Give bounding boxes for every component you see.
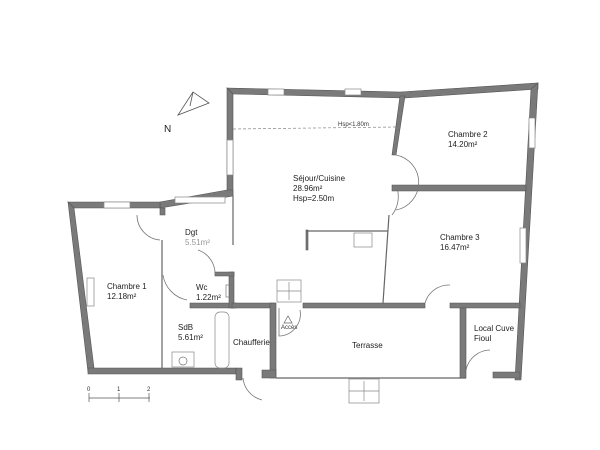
north-arrow-icon — [176, 91, 210, 116]
north-label: N — [164, 124, 171, 135]
room-local-cuve: Local Cuve Fioul — [474, 324, 515, 343]
walls — [67, 82, 539, 381]
stairs-icon — [276, 279, 380, 404]
room-name: Chambre 3 — [440, 233, 480, 242]
scale-tick: 0 — [87, 387, 91, 393]
room-name: Wc — [196, 283, 208, 292]
access-icon — [283, 315, 293, 324]
room-wc: Wc 1.22m² — [196, 283, 221, 302]
room-name: Dgt — [185, 228, 198, 237]
room-chambre1: Chambre 1 12.18m² — [107, 282, 147, 301]
ceiling-note: Hsp<1.80m — [338, 122, 369, 128]
room-name-2: Fioul — [474, 334, 492, 343]
room-dgt: Dgt 5.51m² — [185, 228, 210, 247]
room-area: 16.47m² — [440, 243, 470, 252]
room-area: 1.22m² — [196, 293, 221, 302]
room-name: Séjour/Cuisine — [293, 174, 346, 183]
room-area: 5.51m² — [185, 238, 210, 247]
room-chambre2: Chambre 2 14.20m² — [448, 130, 488, 149]
room-name: Chambre 2 — [448, 130, 488, 139]
room-sdb: SdB 5.61m² — [178, 323, 203, 342]
windows — [86, 88, 536, 369]
room-area: 12.18m² — [107, 292, 137, 301]
scale-bar: 0 1 2 — [87, 387, 151, 402]
access-label: Accès — [281, 325, 297, 331]
room-chaufferie: Chaufferie — [233, 338, 270, 347]
room-name: Local Cuve — [474, 324, 515, 333]
doors — [136, 154, 491, 401]
room-area: 5.61m² — [178, 333, 203, 342]
room-name: Chambre 1 — [107, 282, 147, 291]
room-area: 28.96m² — [293, 184, 323, 193]
scale-tick: 2 — [147, 387, 151, 393]
room-chambre3: Chambre 3 16.47m² — [440, 233, 480, 252]
room-sejour: Séjour/Cuisine 28.96m² Hsp=2.50m — [293, 174, 346, 203]
room-name: SdB — [178, 323, 193, 332]
scale-tick: 1 — [117, 387, 121, 393]
room-height: Hsp=2.50m — [293, 194, 334, 203]
room-terrasse: Terrasse — [352, 341, 383, 350]
room-area: 14.20m² — [448, 140, 478, 149]
